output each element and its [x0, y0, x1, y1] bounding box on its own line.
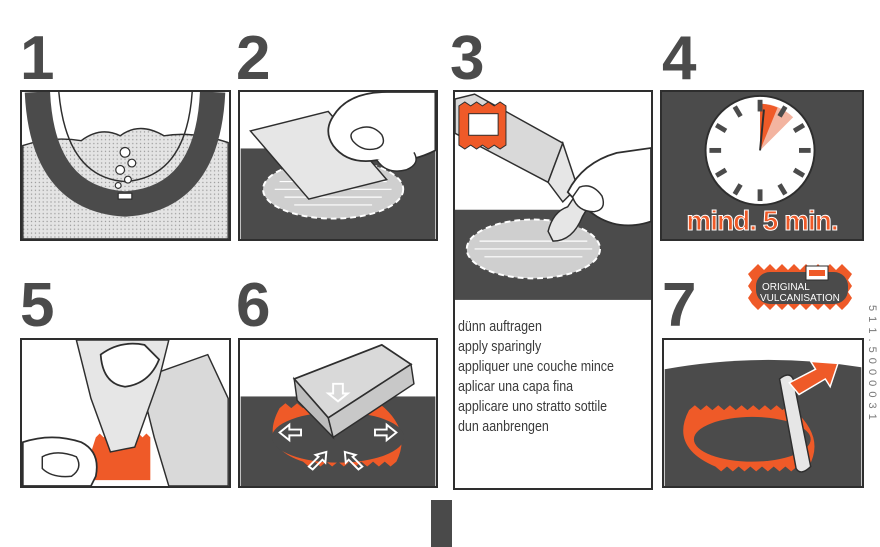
remove-foil-illustration — [22, 340, 229, 486]
instruction-de: dünn auftragen — [458, 319, 542, 335]
panel-step-1 — [20, 90, 231, 241]
step-number-5: 5 — [20, 271, 55, 340]
panel-step-4: mind. 5 min. — [660, 90, 864, 241]
original-vulcanisation-badge: ORIGINAL VULCANISATION — [742, 258, 862, 318]
wait-time-label: mind. 5 min. — [686, 205, 839, 237]
roughen-surface-illustration — [240, 92, 436, 239]
press-patch-illustration — [240, 343, 436, 486]
panel-step-6 — [238, 338, 438, 488]
panel-step-2 — [238, 90, 438, 241]
instruction-nl: dun aanbrengen — [458, 419, 549, 435]
apply-glue-illustration — [455, 93, 651, 300]
panel-step-5 — [20, 338, 231, 488]
instructions-text: dünn auftragen apply sparingly appliquer… — [458, 317, 658, 437]
panel-step-3 — [453, 90, 653, 490]
panel-step-7 — [662, 338, 864, 488]
peel-foil-illustration — [664, 340, 862, 486]
step-number-2: 2 — [236, 24, 271, 93]
bottom-bar-mark — [431, 500, 452, 547]
badge-line-2: VULCANISATION — [760, 293, 840, 304]
badge-line-1: ORIGINAL — [762, 282, 810, 293]
badge-zigzag-icon — [748, 264, 852, 310]
side-product-code: 5 1 1 . 5 0 0 0 0 3 1 — [866, 305, 880, 535]
instruction-en: apply sparingly — [458, 339, 542, 355]
step-number-6: 6 — [236, 271, 271, 340]
instruction-it: applicare uno stratto sottile — [458, 399, 608, 415]
clock-icon — [704, 94, 816, 206]
side-product-code-text: 5 1 1 . 5 0 0 0 0 3 1 — [866, 305, 878, 421]
instruction-fr: appliquer une couche mince — [458, 359, 614, 375]
step-number-7: 7 — [662, 271, 697, 340]
tube-in-water-illustration — [22, 92, 229, 239]
instruction-es: aplicar una capa fina — [458, 379, 574, 395]
step-number-3: 3 — [450, 24, 485, 93]
step-number-4: 4 — [662, 24, 697, 93]
step-number-1: 1 — [20, 24, 55, 93]
